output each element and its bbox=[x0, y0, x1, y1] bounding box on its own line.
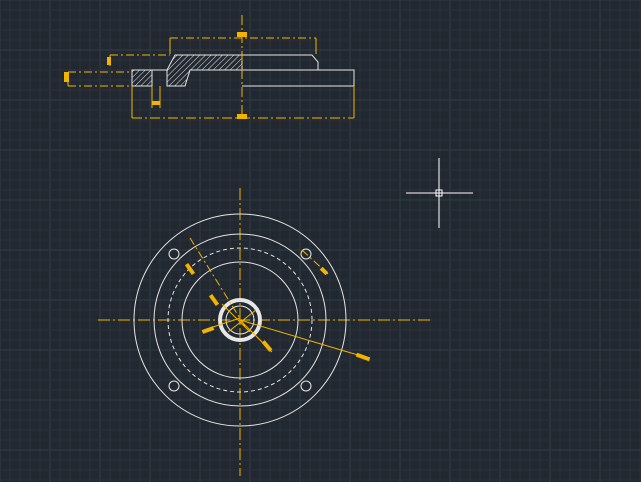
plan-view[interactable] bbox=[98, 188, 432, 476]
section-view[interactable] bbox=[64, 15, 355, 119]
crosshair-cursor-icon bbox=[406, 158, 473, 228]
bolt-holes bbox=[168, 248, 312, 392]
plan-centerlines bbox=[98, 188, 432, 476]
section-dimension-arrows bbox=[64, 32, 247, 119]
plan-circles bbox=[133, 213, 347, 427]
section-hatch-region bbox=[131, 54, 243, 87]
plan-dimension-arrows bbox=[184, 262, 371, 362]
bolt-circle-dashed bbox=[167, 247, 313, 393]
